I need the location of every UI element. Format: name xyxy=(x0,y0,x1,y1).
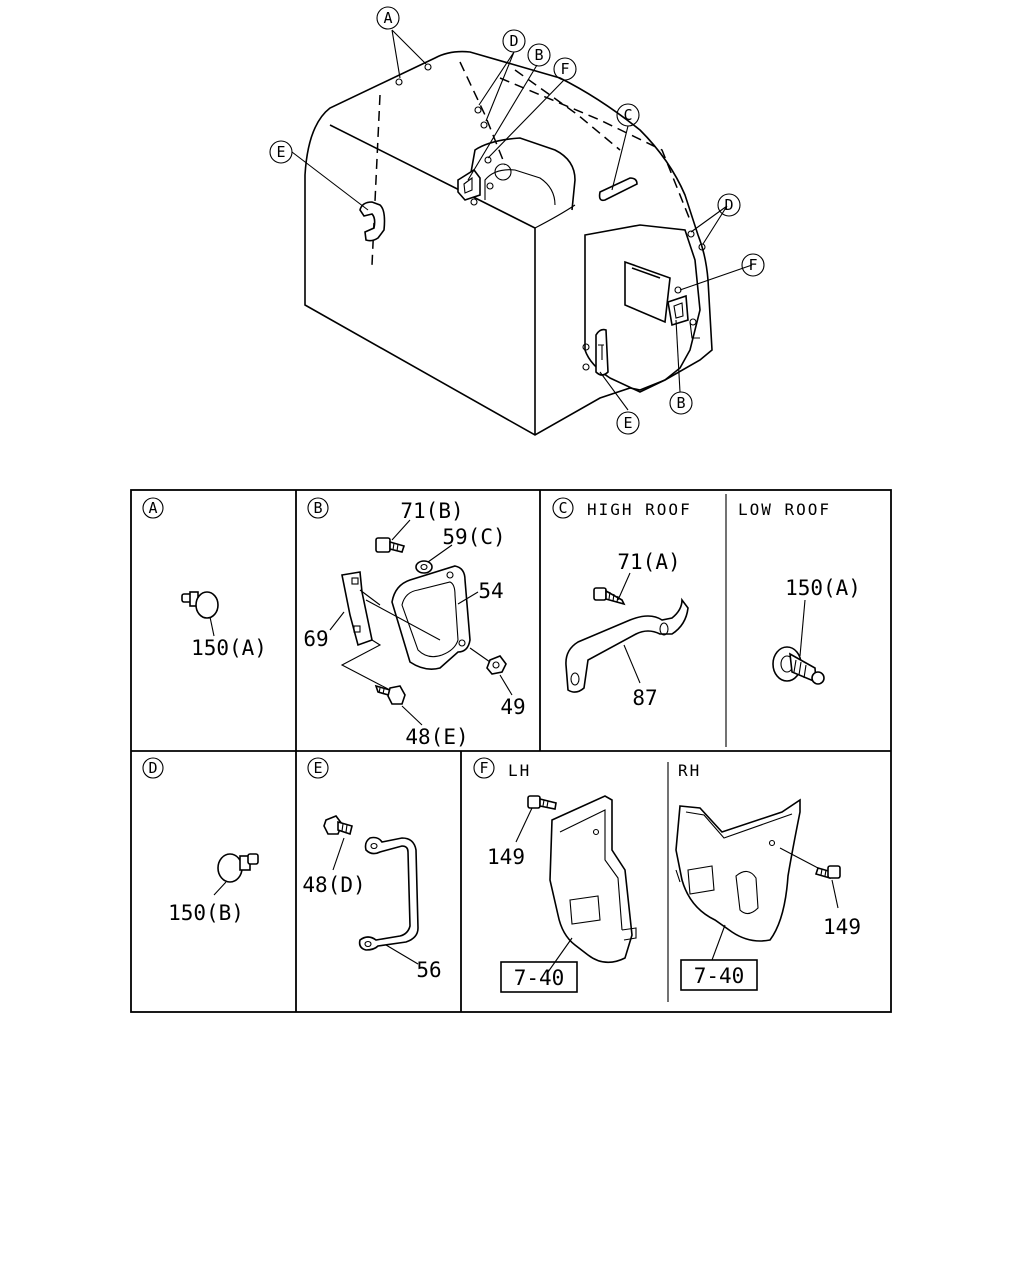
panel-e-key: E xyxy=(307,757,329,779)
panel-d: D 150(B) xyxy=(142,757,259,925)
panel-f-lh-heading: LH xyxy=(508,761,531,780)
panel-a: A 150(A) xyxy=(142,497,267,660)
part-label-150a-low: 150(A) xyxy=(785,576,861,600)
svg-text:C: C xyxy=(623,106,632,124)
part-label-87: 87 xyxy=(632,686,657,710)
nut-59c xyxy=(415,560,433,574)
callout-b-top: B xyxy=(527,43,551,67)
grab-handle-56 xyxy=(358,836,419,965)
panel-b: B xyxy=(303,497,526,749)
svg-text:F: F xyxy=(479,759,488,777)
svg-text:E: E xyxy=(313,759,322,777)
svg-text:A: A xyxy=(148,499,157,517)
panel-c-low-roof-heading: LOW ROOF xyxy=(738,500,831,519)
svg-text:D: D xyxy=(509,32,518,50)
part-label-71b: 71(B) xyxy=(400,499,463,523)
trim-panel-lh xyxy=(547,795,637,973)
part-label-48d: 48(D) xyxy=(302,873,365,897)
svg-text:B: B xyxy=(676,394,685,412)
nut-49 xyxy=(469,647,507,675)
cab-overview: A D B F E C D F B E xyxy=(269,6,765,436)
part-label-69: 69 xyxy=(303,627,328,651)
panel-a-key: A xyxy=(142,497,164,519)
bolt-71b xyxy=(375,537,406,553)
callout-e-left: E xyxy=(269,140,293,164)
ref-box-7-40-lh xyxy=(500,961,578,993)
cover-54 xyxy=(365,565,471,670)
callout-f-top: F xyxy=(553,57,577,81)
panel-f-rh: RH 149 7-40 xyxy=(675,761,861,991)
panel-c-high-roof: C HIGH ROOF 71(A) 87 xyxy=(552,497,692,710)
panel-f-lh: F LH 149 7-40 xyxy=(473,757,637,993)
callout-d-top: D xyxy=(502,29,526,53)
svg-text:D: D xyxy=(724,196,733,214)
part-label-48e: 48(E) xyxy=(405,725,468,749)
panel-c-high-roof-heading: HIGH ROOF xyxy=(587,500,692,519)
bolt-48e xyxy=(374,684,406,705)
part-label-149-rh: 149 xyxy=(823,915,861,939)
parts-table xyxy=(130,489,892,1013)
ref-label-7-40-rh: 7-40 xyxy=(694,964,745,988)
bolt-48d xyxy=(323,815,353,871)
svg-text:E: E xyxy=(276,143,285,161)
bracket-69 xyxy=(340,571,391,691)
panel-f-rh-heading: RH xyxy=(678,761,701,780)
screw-149-rh xyxy=(779,847,841,909)
panel-d-key: D xyxy=(142,757,164,779)
part-label-49: 49 xyxy=(500,695,525,719)
push-clip-150a xyxy=(181,591,219,637)
callout-a: A xyxy=(376,6,400,30)
push-clip-150b xyxy=(213,853,259,896)
svg-text:C: C xyxy=(558,499,567,517)
svg-text:F: F xyxy=(748,256,757,274)
part-label-71a: 71(A) xyxy=(617,550,680,574)
panel-c-low-roof: LOW ROOF 150(A) xyxy=(738,500,861,685)
part-label-56: 56 xyxy=(416,958,441,982)
callout-f-right: F xyxy=(741,253,765,277)
screw-149-lh xyxy=(515,795,557,843)
panel-c-key: C xyxy=(552,497,574,519)
ref-box-7-40-rh xyxy=(680,959,758,991)
trim-panel-rh xyxy=(675,798,801,961)
screw-71a xyxy=(593,587,626,606)
svg-text:B: B xyxy=(313,499,322,517)
svg-text:B: B xyxy=(534,46,543,64)
callout-e-bottom: E xyxy=(616,411,640,435)
overview-callouts: A D B F E C D F B E xyxy=(269,6,765,435)
cab-outline xyxy=(304,50,713,436)
callout-c: C xyxy=(616,103,640,127)
svg-text:A: A xyxy=(383,9,392,27)
svg-text:D: D xyxy=(148,759,157,777)
panel-b-key: B xyxy=(307,497,329,519)
ref-label-7-40-lh: 7-40 xyxy=(514,966,565,990)
part-label-149-lh: 149 xyxy=(487,845,525,869)
callout-b-bottom: B xyxy=(669,391,693,415)
part-label-150b: 150(B) xyxy=(168,901,244,925)
push-clip-150a-low xyxy=(772,646,825,685)
panel-f-key: F xyxy=(473,757,495,779)
part-label-150a: 150(A) xyxy=(191,636,267,660)
svg-text:F: F xyxy=(560,60,569,78)
callout-d-right: D xyxy=(717,193,741,217)
part-label-59c: 59(C) xyxy=(442,525,505,549)
svg-text:E: E xyxy=(623,414,632,432)
part-label-54: 54 xyxy=(478,579,503,603)
panel-e: E 48(D) 56 xyxy=(302,757,442,982)
assist-grip-87 xyxy=(565,597,689,693)
